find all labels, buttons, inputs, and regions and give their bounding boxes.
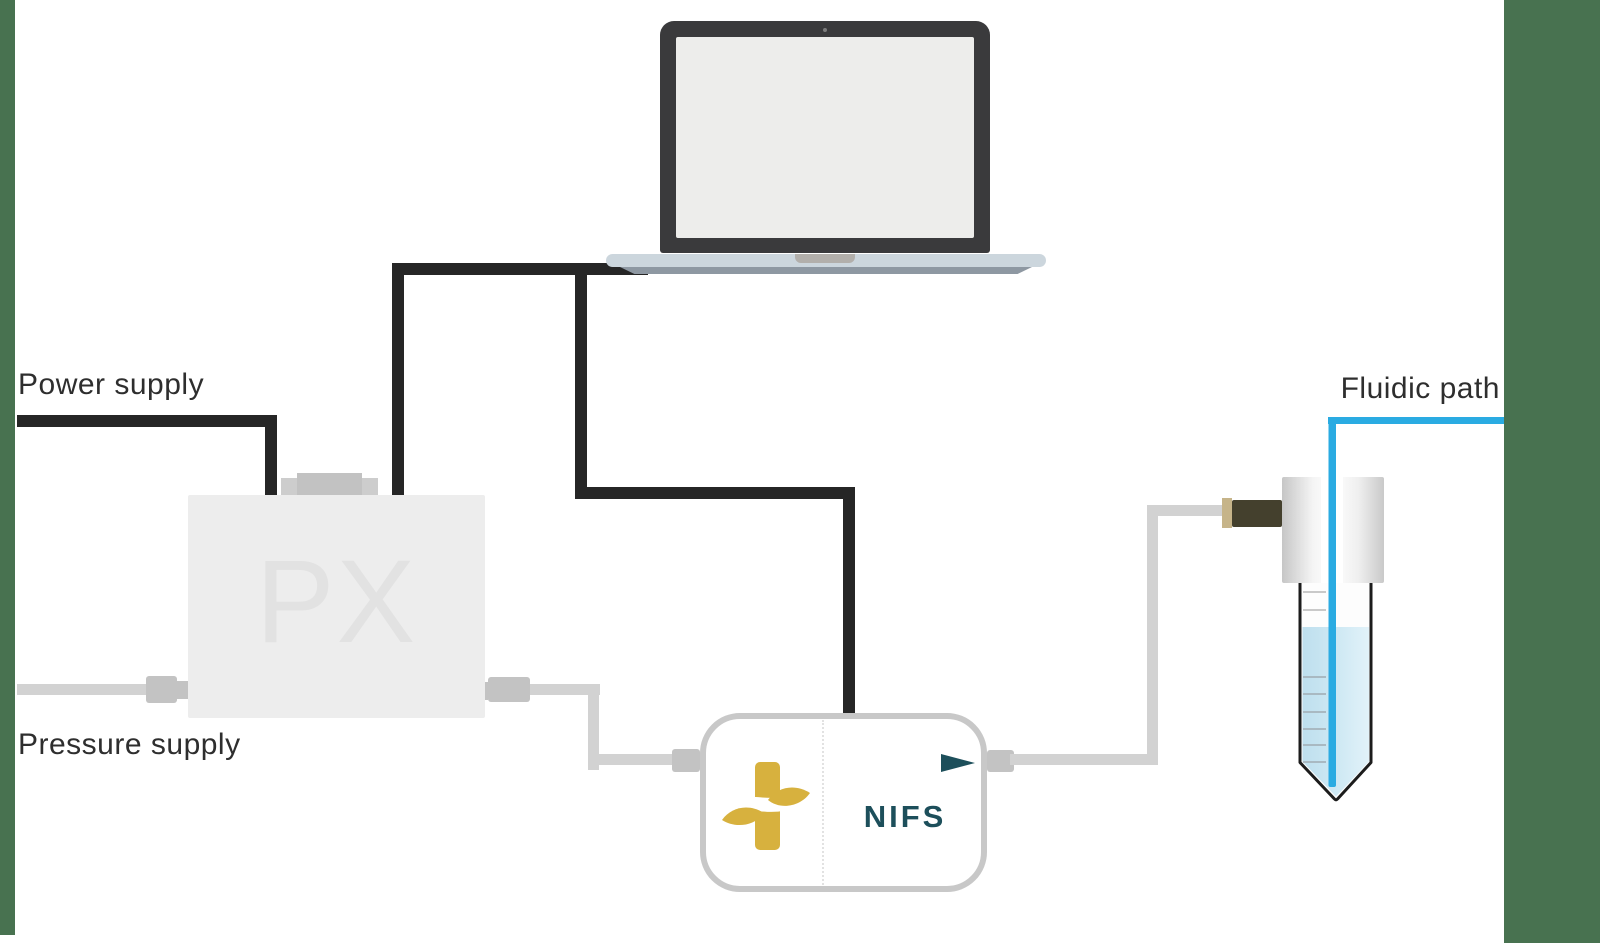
data-cable-icon bbox=[575, 263, 587, 499]
tube-fitting bbox=[488, 677, 530, 702]
power-cable-icon bbox=[17, 415, 277, 427]
fluidic-tube-icon bbox=[1328, 417, 1336, 787]
tube-fitting bbox=[177, 681, 190, 699]
px-top-connector bbox=[281, 478, 297, 495]
laptop-base-edge bbox=[620, 267, 1032, 274]
tube-graduations bbox=[1303, 591, 1326, 611]
pneumatic-tube-icon bbox=[1147, 505, 1223, 516]
laptop-base-notch bbox=[795, 254, 855, 263]
px-top-connector bbox=[297, 473, 362, 495]
tube-fitting bbox=[482, 682, 488, 700]
px-device-icon: PX bbox=[188, 495, 485, 718]
px-top-connector bbox=[361, 478, 378, 495]
cap-fitting-collar bbox=[1222, 498, 1232, 528]
px-device-label: PX bbox=[255, 536, 418, 668]
right-frame-edge bbox=[1504, 0, 1600, 943]
tube-fitting bbox=[987, 750, 1014, 772]
nifs-leaf-logo-icon bbox=[721, 762, 814, 850]
power-supply-label: Power supply bbox=[18, 368, 205, 401]
falcon-tube-icon bbox=[1282, 417, 1384, 802]
laptop-camera-icon bbox=[823, 28, 827, 32]
fluidic-path-label: Fluidic path bbox=[1340, 372, 1500, 405]
tube-fitting bbox=[146, 676, 177, 703]
data-cable-icon bbox=[392, 263, 404, 495]
cap-fitting-plug bbox=[1232, 500, 1282, 527]
nifs-divider bbox=[822, 720, 824, 885]
pneumatic-tube-icon bbox=[17, 684, 147, 695]
laptop-screen bbox=[676, 37, 974, 238]
pneumatic-tube-icon bbox=[588, 684, 599, 770]
flow-direction-flag-icon bbox=[941, 754, 975, 772]
fluidic-tube-icon bbox=[1328, 417, 1504, 424]
nifs-device-icon bbox=[700, 713, 987, 892]
power-cable-icon bbox=[265, 415, 277, 495]
left-frame-edge bbox=[0, 0, 15, 935]
pneumatic-tube-icon bbox=[588, 754, 678, 765]
pneumatic-tube-icon bbox=[1010, 754, 1158, 765]
nifs-device-label: NIFS bbox=[863, 799, 947, 834]
data-cable-icon bbox=[843, 487, 855, 713]
pneumatic-tube-icon bbox=[525, 684, 600, 695]
tube-graduations bbox=[1303, 676, 1326, 763]
tube-fitting bbox=[672, 749, 700, 772]
pressure-supply-label: Pressure supply bbox=[18, 728, 241, 761]
data-cable-icon bbox=[575, 487, 855, 499]
laptop-icon bbox=[606, 21, 1046, 274]
pneumatic-tube-icon bbox=[1147, 505, 1158, 765]
